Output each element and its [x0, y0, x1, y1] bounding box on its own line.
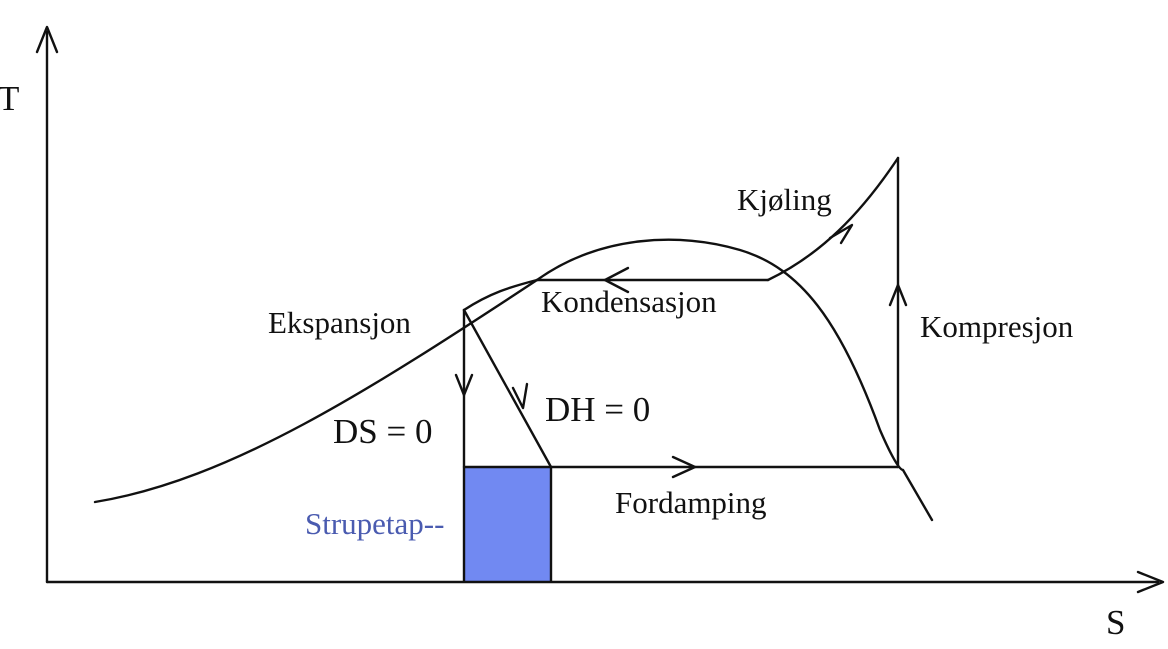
saturation-dome [535, 238, 934, 522]
isentropic-arrow-icon [454, 373, 474, 397]
t-axis-arrow-icon [35, 25, 59, 54]
expansion-label: Ekspansjon [268, 305, 411, 340]
compression-arrow-icon [888, 283, 908, 307]
s-axis-label: S [1106, 603, 1125, 642]
condensation-arrow-icon [603, 266, 630, 294]
throttling-loss-area [464, 467, 551, 581]
condensation-label: Kondensasjon [541, 284, 717, 319]
cooling-curve [766, 156, 900, 282]
isenthalpic-line [462, 308, 553, 469]
cooling-label: Kjøling [737, 182, 832, 217]
cooling-arrow-icon [828, 223, 854, 245]
t-axis-label: T [0, 79, 19, 118]
evaporation-arrow-icon [671, 455, 697, 479]
throttling-loss-label: Strupetap-- [305, 506, 444, 541]
evaporation-label: Fordamping [615, 485, 767, 520]
liquid-line [93, 278, 539, 504]
s-axis-arrow-icon [1136, 570, 1165, 594]
isenthalpic-arrow-icon [511, 382, 529, 410]
expansion-curve [462, 278, 539, 312]
ds-zero-label: DS = 0 [333, 412, 432, 451]
compression-label: Kompresjon [920, 309, 1074, 344]
dh-zero-label: DH = 0 [545, 390, 650, 429]
